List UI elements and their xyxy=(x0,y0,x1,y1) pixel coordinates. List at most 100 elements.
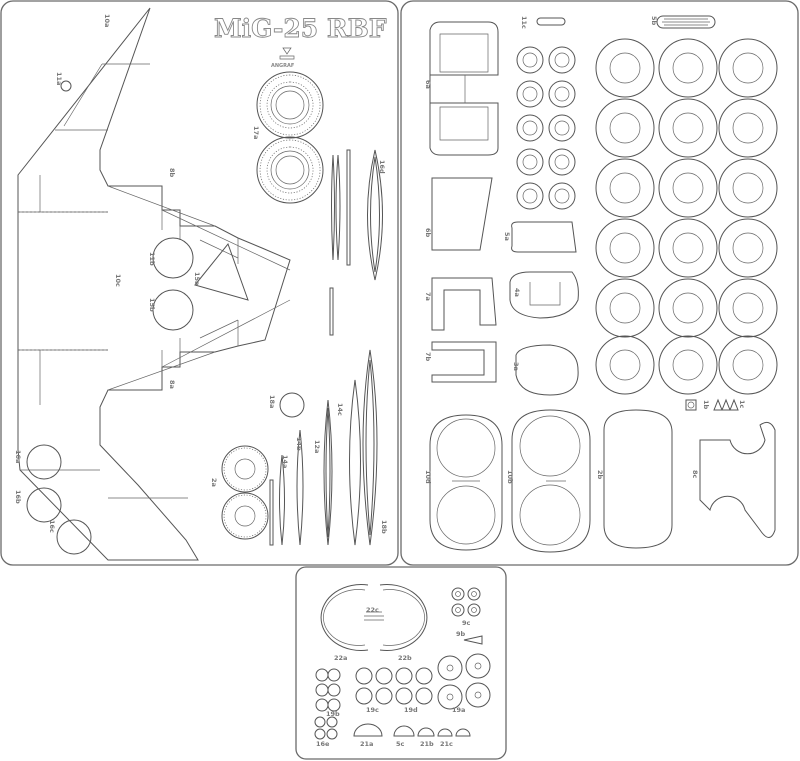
label-1b: 1b xyxy=(702,400,710,410)
part-16a-circle xyxy=(26,444,62,480)
canopy-frame-part xyxy=(429,21,499,156)
sheet-right: 6a 6b 5a 11c 5b 4a 7a 7b 3a 10d 10b 2b 8… xyxy=(400,0,799,566)
label-22b: 22b xyxy=(398,654,412,662)
part-bottom-left-circles xyxy=(314,716,338,740)
label-7a: 7a xyxy=(424,292,432,301)
part-3a xyxy=(515,344,579,396)
label-11b: 11b xyxy=(148,252,156,266)
label-8a: 8a xyxy=(168,380,176,389)
strip-parts-group xyxy=(269,149,383,546)
part-11b-circle xyxy=(152,289,194,331)
part-small-circle xyxy=(60,80,72,92)
turbine-disc-large-2 xyxy=(256,136,324,204)
label-14c: 14c xyxy=(336,403,344,416)
label-3a: 3a xyxy=(512,362,520,371)
label-11c: 11c xyxy=(520,16,528,29)
label-16b: 16b xyxy=(14,490,22,504)
part-9c-wedge xyxy=(463,635,483,645)
turbine-disc-small-1 xyxy=(221,445,269,493)
part-19-hubs xyxy=(437,653,491,710)
part-4a xyxy=(509,271,579,319)
label-5a: 5a xyxy=(503,232,511,241)
sheet-right-outline xyxy=(400,0,799,566)
label-11a: 11a xyxy=(55,72,63,85)
part-21c-halfround xyxy=(437,728,453,737)
part-15a-triangle xyxy=(194,242,249,301)
part-halfround-5 xyxy=(455,728,471,737)
label-21c: 21c xyxy=(440,740,453,748)
part-22b-ring xyxy=(379,584,428,651)
part-16e-circles xyxy=(315,668,341,712)
label-19b: 19b xyxy=(326,710,340,718)
part-16b-circle xyxy=(26,487,62,523)
label-10c: 10c xyxy=(114,274,122,287)
part-18a-circle xyxy=(279,392,305,418)
label-8b: 8b xyxy=(168,168,176,178)
label-18a: 18a xyxy=(268,395,276,408)
label-16c: 16c xyxy=(48,520,56,533)
label-9b: 9b xyxy=(456,630,466,638)
label-19d: 19d xyxy=(404,706,418,714)
sheet-bottom: 22a 22b 22c 9b 9c 19b 19c 19d 19a 16e 21… xyxy=(295,566,507,760)
label-21b: 21b xyxy=(420,740,434,748)
label-6a: 6a xyxy=(424,80,432,89)
wing-part xyxy=(17,7,291,561)
label-16d: 16d xyxy=(378,160,386,174)
part-10b-double-ring xyxy=(511,409,591,553)
part-5a xyxy=(511,221,577,253)
part-small-square xyxy=(685,399,697,411)
page-title: MiG-25 RBF xyxy=(214,14,387,43)
part-slot-1 xyxy=(536,17,566,26)
part-21a-halfround xyxy=(353,723,383,737)
label-9c: 9c xyxy=(462,619,471,627)
label-19a: 19a xyxy=(452,706,465,714)
label-17a: 17a xyxy=(252,126,260,139)
label-5b: 5b xyxy=(650,16,658,26)
label-7b: 7b xyxy=(424,352,432,362)
label-19c: 19c xyxy=(366,706,379,714)
label-14a: 14a xyxy=(281,455,289,468)
label-5c: 5c xyxy=(396,740,405,748)
label-10b: 10b xyxy=(506,470,514,484)
label-22c: 22c xyxy=(366,606,379,614)
turbine-disc-small-2 xyxy=(221,492,269,540)
part-5c-halfround xyxy=(393,725,415,737)
label-10a: 10a xyxy=(103,14,111,27)
label-1c: 1c xyxy=(738,400,746,409)
brand-logo: ANGRAF xyxy=(271,47,295,69)
label-16a: 16a xyxy=(14,450,22,463)
label-2b: 2b xyxy=(596,470,604,480)
logo-text: ANGRAF xyxy=(271,63,294,69)
part-19-middle-circles xyxy=(355,667,433,705)
label-18b: 18b xyxy=(380,520,388,534)
label-15b: 15b xyxy=(148,298,156,312)
part-small-triangles xyxy=(713,398,739,411)
part-slot-2 xyxy=(656,15,716,29)
part-9b-washers xyxy=(451,587,481,617)
turbine-disc-large-1 xyxy=(256,71,324,139)
label-6b: 6b xyxy=(424,228,432,238)
part-7a xyxy=(431,277,497,331)
part-8c-bracket xyxy=(699,421,776,538)
label-12a: 12a xyxy=(313,440,321,453)
label-16e: 16e xyxy=(316,740,330,748)
part-16c-circle xyxy=(56,519,92,555)
part-7b xyxy=(431,341,497,383)
label-14b: 14b xyxy=(295,437,303,451)
label-2a: 2a xyxy=(210,478,218,487)
part-2b-panel xyxy=(603,409,673,549)
small-washers-grid xyxy=(516,46,576,210)
label-8c: 8c xyxy=(691,470,699,479)
label-22a: 22a xyxy=(334,654,347,662)
label-15a: 15a xyxy=(193,272,201,285)
sheet-bottom-outline xyxy=(295,566,507,760)
part-6b-panel xyxy=(431,177,493,251)
label-4a: 4a xyxy=(513,288,521,297)
part-21b-halfround xyxy=(417,727,435,737)
label-10d: 10d xyxy=(424,470,432,484)
part-22a-ring xyxy=(320,584,369,651)
part-10d-double-ring xyxy=(429,414,503,551)
large-washers-grid xyxy=(595,38,778,395)
sheet-left: MiG-25 RBF ANGRAF xyxy=(0,0,399,566)
